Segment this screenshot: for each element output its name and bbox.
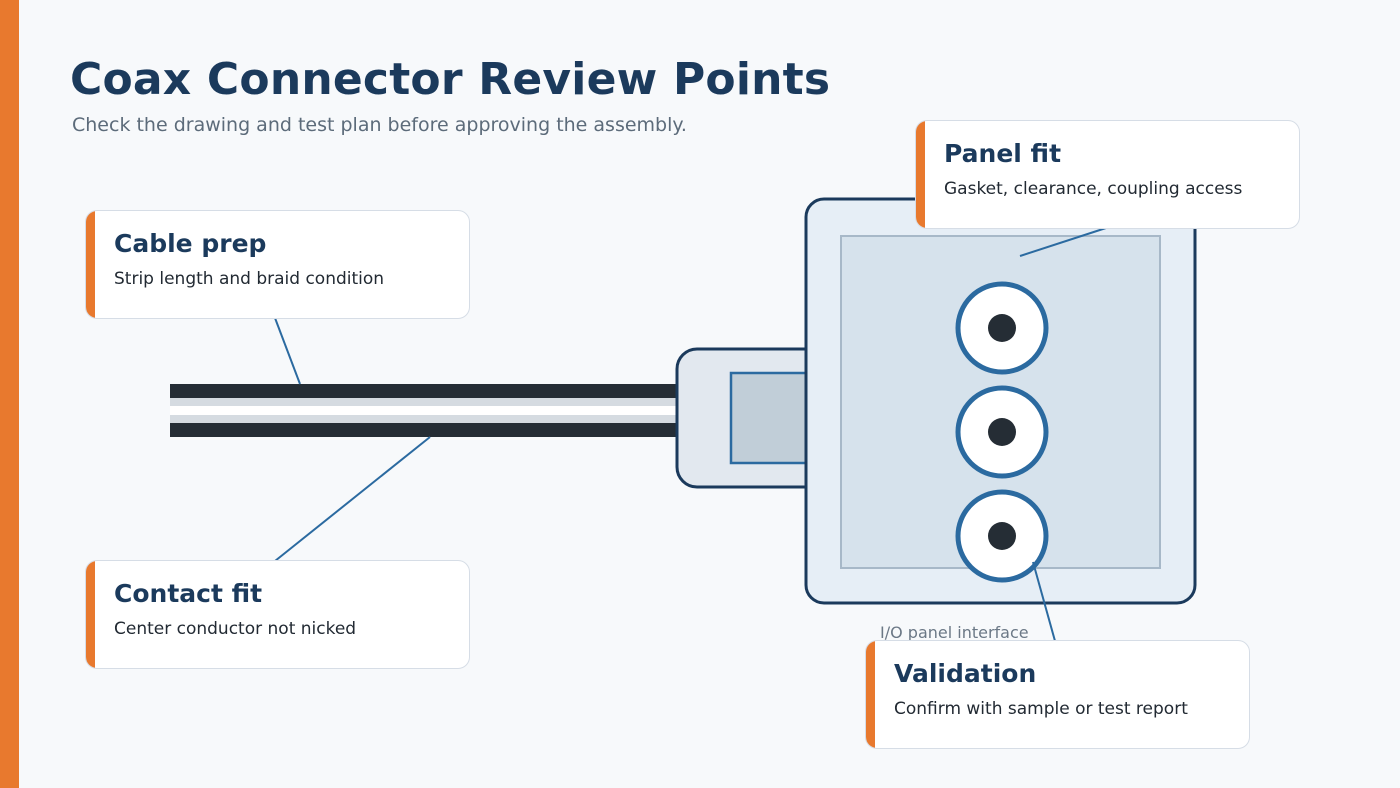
cable-outer-jacket-bottom <box>170 423 680 437</box>
callout-contact-fit: Contact fit Center conductor not nicked <box>85 560 470 669</box>
cable-braid-top <box>170 398 680 406</box>
callout-description: Gasket, clearance, coupling access <box>944 179 1243 199</box>
cable-dielectric <box>170 406 680 415</box>
panel-ports <box>955 281 1049 583</box>
accent-sidebar <box>0 0 19 788</box>
port-center-pin <box>988 522 1016 550</box>
connector-body <box>675 347 829 489</box>
callout-description: Strip length and braid condition <box>114 269 385 289</box>
panel-port-2 <box>955 385 1049 479</box>
callout-title: Cable prep <box>114 229 267 258</box>
page-title: Coax Connector Review Points <box>70 54 831 105</box>
panel-port-3 <box>955 489 1049 583</box>
callout-panel-fit: Panel fit Gasket, clearance, coupling ac… <box>915 120 1300 229</box>
callout-description: Confirm with sample or test report <box>894 699 1188 719</box>
leader-line-contact-fit <box>274 436 431 562</box>
panel-port-1 <box>955 281 1049 375</box>
callout-title: Validation <box>894 659 1037 688</box>
panel-caption: I/O panel interface <box>880 623 1029 642</box>
callout-validation: Validation Confirm with sample or test r… <box>865 640 1250 749</box>
callout-cable-prep: Cable prep Strip length and braid condit… <box>85 210 470 319</box>
callout-accent-bar <box>86 561 95 668</box>
callout-accent-bar <box>916 121 925 228</box>
page-subtitle: Check the drawing and test plan before a… <box>72 114 687 136</box>
port-center-pin <box>988 314 1016 342</box>
callout-accent-bar <box>86 211 95 318</box>
leader-line-cable-prep <box>274 317 301 385</box>
leader-line-validation <box>1032 561 1056 642</box>
callout-title: Contact fit <box>114 579 263 608</box>
leader-lines <box>274 227 1107 642</box>
cable-outer-jacket-top <box>170 384 680 398</box>
io-panel <box>804 197 1197 605</box>
port-center-pin <box>988 418 1016 446</box>
cable-braid-bottom <box>170 415 680 423</box>
coax-cable <box>170 384 680 437</box>
callout-description: Center conductor not nicked <box>114 619 357 639</box>
callout-accent-bar <box>866 641 875 748</box>
callout-title: Panel fit <box>944 139 1062 168</box>
leader-line-panel-fit <box>1019 227 1107 257</box>
connector-insert <box>729 371 809 465</box>
